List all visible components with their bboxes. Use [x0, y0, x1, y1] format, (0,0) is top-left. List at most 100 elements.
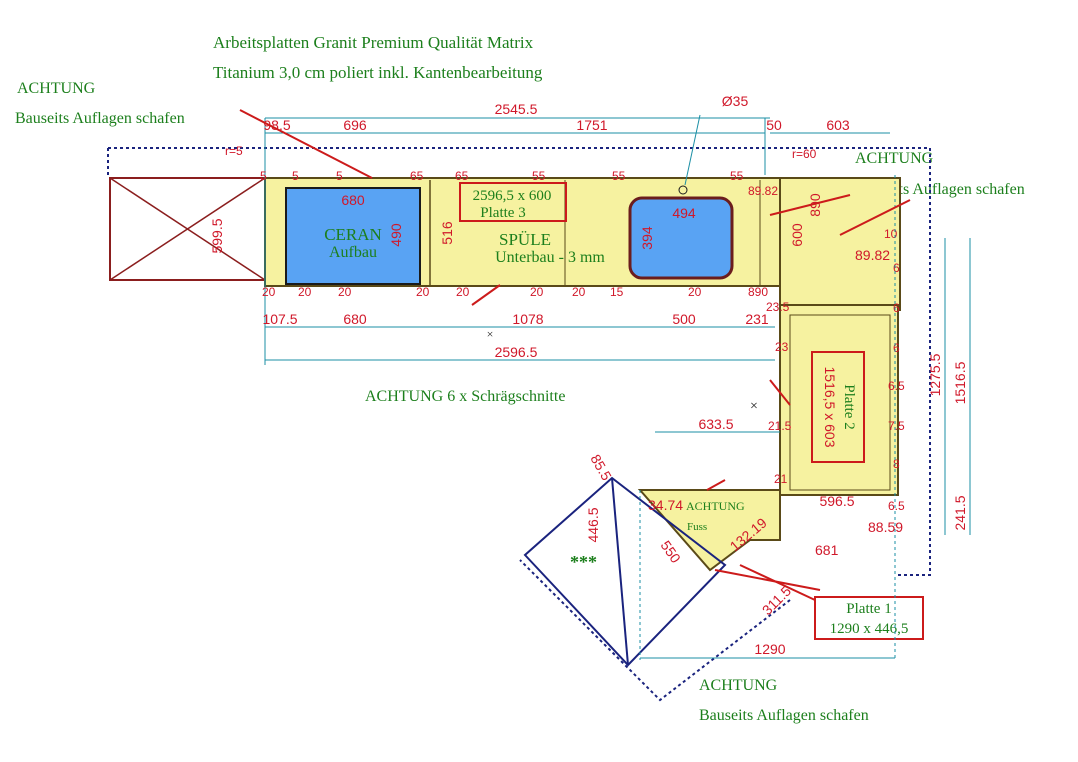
arrow-bottom-1: [714, 569, 821, 591]
edge-20-d: 20: [416, 285, 430, 299]
edge-5-a: 5: [260, 169, 267, 183]
dim-600: 600: [789, 223, 805, 247]
edge-890: 890: [748, 285, 768, 299]
edge-20-b: 20: [298, 285, 312, 299]
edge-20-a: 20: [262, 285, 276, 299]
platte-1-size: 1290 x 446,5: [830, 621, 909, 637]
dim-1751: 1751: [576, 117, 607, 133]
cabinet-platte-2: [789, 314, 891, 491]
edge-23-5: 23.5: [766, 300, 790, 314]
dim-dia35: Ø35: [722, 93, 749, 109]
dia35-leader: [684, 114, 701, 186]
dim-516: 516: [439, 221, 455, 245]
ceran-cooktop: [285, 187, 421, 285]
dim-231: 231: [745, 311, 769, 327]
dim-680-ceran: 680: [341, 192, 365, 208]
dim-596: 596.5: [819, 493, 854, 509]
platte-3-size: 2596,5 x 600: [473, 188, 552, 204]
dim-490: 490: [388, 223, 404, 247]
dim-50: 50: [766, 117, 782, 133]
note-auflagen-left: Bauseits Auflagen schafen: [15, 110, 185, 127]
note-auflagen-bottom: Bauseits Auflagen schafen: [699, 707, 869, 724]
edge-20-f: 20: [530, 285, 544, 299]
cut-mark-3: [706, 479, 726, 491]
dim-394: 394: [639, 226, 655, 250]
fuss-label: Fuss: [687, 521, 707, 533]
dim-1275: 1275.5: [927, 353, 943, 396]
header-line-2: Titanium 3,0 cm poliert inkl. Kantenbear…: [213, 63, 543, 82]
dim-446: 446.5: [585, 507, 601, 542]
edge-20-c: 20: [338, 285, 352, 299]
edge-21: 21: [774, 472, 788, 486]
dim-599: 599.5: [209, 218, 225, 253]
edge-65-a: 65: [410, 169, 424, 183]
appliance-cross-2: [109, 177, 266, 281]
dim-107: 107.5: [262, 311, 297, 327]
header-line-1: Arbeitsplatten Granit Premium Qualität M…: [213, 33, 534, 52]
edge-6-c: 6: [893, 341, 900, 355]
spuele-label: SPÜLE: [499, 230, 551, 249]
ceran-label: CERAN: [324, 225, 382, 244]
cut-mark-2: [769, 379, 791, 406]
edge-15: 15: [610, 285, 624, 299]
dim-34-74: 34.74: [648, 497, 683, 513]
dim-680-bottom: 680: [343, 311, 367, 327]
arrow-left: [239, 109, 373, 179]
dim-500: 500: [672, 311, 696, 327]
edge-20-h: 20: [688, 285, 702, 299]
platte-2-slab: [779, 304, 899, 496]
outer-outline-diagonal: [519, 559, 791, 702]
x-mark-1: ×: [487, 327, 494, 341]
dim-98: 98.5: [263, 117, 290, 133]
edge-6-5-a: 6.5: [888, 379, 905, 393]
dim-88-59: 88.59: [868, 519, 903, 535]
edge-23: 23: [775, 340, 789, 354]
note-achtung-bottom: ACHTUNG: [699, 677, 778, 694]
diamond-diagonal: [611, 477, 629, 666]
edge-20-g: 20: [572, 285, 586, 299]
edge-21-5: 21.5: [768, 419, 792, 433]
dim-1516: 1516.5: [952, 361, 968, 404]
edge-6-a: 6: [893, 261, 900, 275]
edge-55-a: 55: [532, 169, 546, 183]
edge-7-5: 7.5: [888, 419, 905, 433]
platte-1-slab: [637, 489, 781, 572]
sink-basin: [628, 196, 734, 280]
edge-65-b: 65: [455, 169, 469, 183]
achtung-fuss-title: ACHTUNG: [686, 499, 745, 513]
radius-60: r=60: [792, 147, 817, 161]
edge-10: 10: [884, 227, 898, 241]
stars-mark: ***: [570, 552, 597, 572]
platte-1-name: Platte 1: [846, 601, 891, 617]
dim-2596: 2596.5: [495, 344, 538, 360]
arrow-bottom-2: [739, 564, 816, 601]
edge-55-b: 55: [612, 169, 626, 183]
x-mark-2: ×: [750, 399, 758, 414]
edge-89: 89.82: [748, 184, 778, 198]
dim-681: 681: [815, 542, 839, 558]
dim-1078: 1078: [512, 311, 543, 327]
edge-5-b: 5: [292, 169, 299, 183]
platte-2-name: Platte 2: [841, 384, 857, 429]
platte-2-size: 1516,5 x 603: [822, 367, 838, 448]
dim-290: 890: [807, 193, 823, 217]
radius-5: r=5: [225, 144, 243, 158]
edge-6-b: 6: [893, 301, 900, 315]
note-achtung-left: ACHTUNG: [17, 80, 96, 97]
note-achtung-right: ACHTUNG: [855, 150, 934, 167]
dim-2545: 2545.5: [495, 101, 538, 117]
dim-550: 550: [658, 538, 685, 566]
spuele-sublabel: Unterbau - 3 mm: [495, 249, 605, 266]
cut-mark-1: [471, 284, 501, 306]
dim-1290: 1290: [754, 641, 785, 657]
platte-3-label-box: [459, 182, 567, 222]
dim-241: 241.5: [952, 495, 968, 530]
tap-hole: [678, 185, 688, 195]
dim-494: 494: [672, 205, 696, 221]
dim-89-82: 89.82: [855, 247, 890, 263]
outer-outline: [108, 147, 931, 576]
corner-slab: [779, 177, 901, 311]
platte-2-label-box: [811, 351, 865, 463]
edge-6-5-b: 6.5: [888, 499, 905, 513]
dim-633: 633.5: [698, 416, 733, 432]
